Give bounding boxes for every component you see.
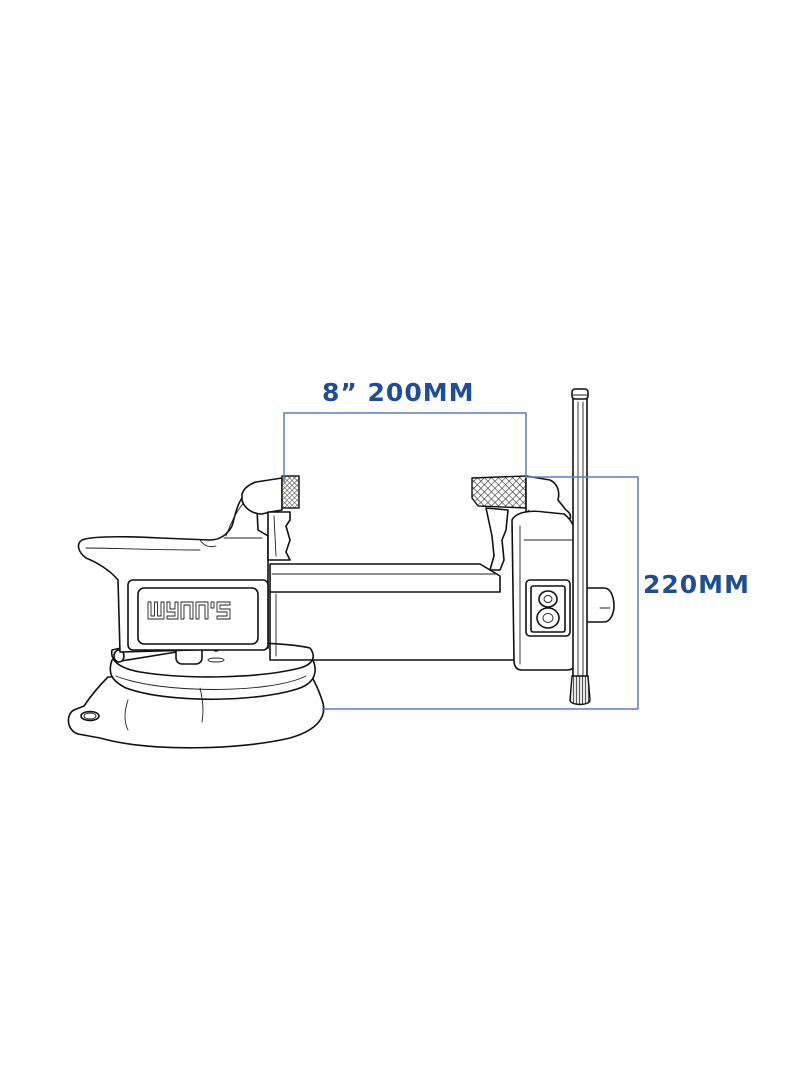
jaw-width-dimension-label: 8” 200MM [322, 378, 475, 407]
jaw-width-bracket [283, 412, 527, 482]
movable-jaw [471, 475, 577, 671]
brand-logo-wynns [147, 601, 231, 620]
vise-handle [569, 388, 615, 706]
height-bracket [322, 476, 639, 710]
vise-body [77, 475, 300, 653]
brand-plate [127, 579, 269, 651]
size-badge-number-8 [536, 590, 560, 629]
height-dimension-label: 220MM [643, 570, 750, 599]
slide-bar [269, 563, 519, 661]
dimension-lines [283, 412, 639, 710]
